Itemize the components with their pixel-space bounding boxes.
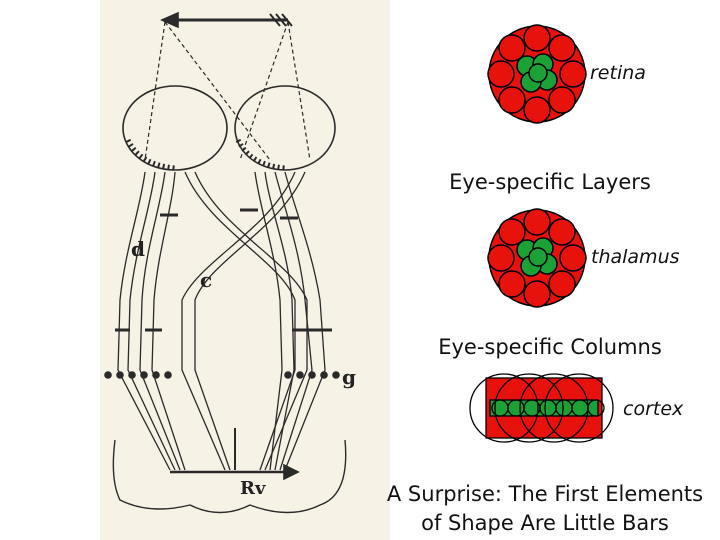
tract-dots [104,371,340,379]
retina-label: retina [590,62,646,84]
cortex-label: cortex [623,398,684,420]
top-arrow-head [160,11,179,29]
bottom-arrow-head [283,463,300,481]
left-retina [125,138,176,171]
surprise-caption-line1: A Surprise: The First Elements [386,482,704,506]
layers-caption: Eye-specific Layers [449,170,651,194]
columns-caption: Eye-specific Columns [438,335,662,359]
outer-receptor-ring [487,24,587,124]
right-eye [234,85,336,171]
cortex-outline [112,439,347,514]
tract-markers [115,208,332,332]
pathway-drawing [104,11,347,514]
optic-tracts [117,171,326,471]
sketch-label-rv: Rv [240,478,266,499]
visual-pathway-sketch: d c g Rv [100,0,390,540]
sketch-label-d: d [131,237,145,261]
outer-receptor-ring [487,208,587,308]
surprise-caption-line2: of Shape Are Little Bars [421,511,669,535]
thalamus-label: thalamus [591,246,680,268]
center-receptor-cluster [516,237,558,277]
sketch-label-c: c [200,268,213,292]
left-eye [122,85,228,171]
top-arrow-feathers [269,13,293,27]
center-receptor-cluster [516,53,558,93]
thalamus-diagram [487,208,587,308]
column-ovals [491,399,605,417]
cortex-diagram [469,373,614,443]
projection-lines [144,21,311,161]
retina-diagram [487,24,587,124]
sketch-label-g: g [342,365,356,389]
right-retina [235,138,286,171]
